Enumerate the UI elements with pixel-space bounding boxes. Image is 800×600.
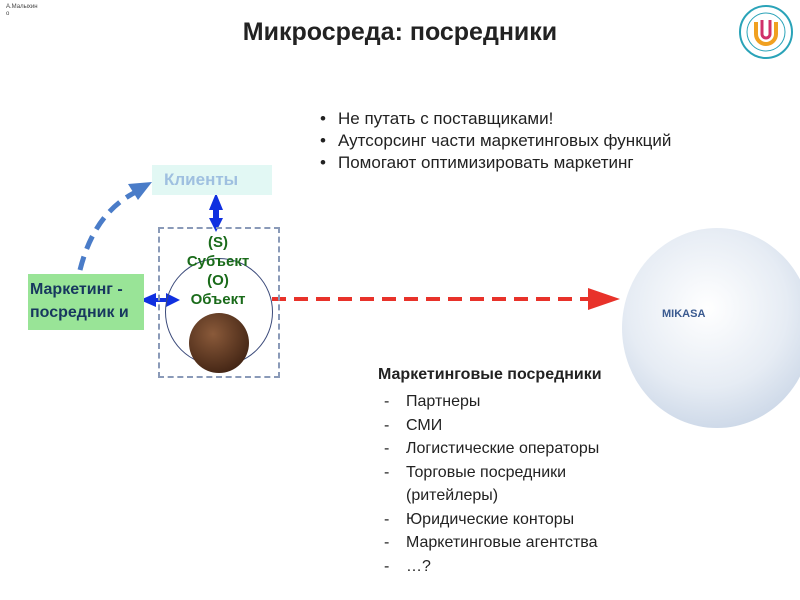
- leather-ball-image: [189, 313, 249, 373]
- clients-box: Клиенты: [152, 165, 272, 195]
- object-label: Объект: [190, 291, 246, 308]
- bullet-list: Не путать с поставщиками! Аутсорсинг час…: [318, 108, 718, 174]
- marketing-label: Маркетинг - посредник и: [30, 281, 129, 321]
- list-item: Логистические операторы: [380, 437, 646, 461]
- volleyball-brand: MIKASA: [662, 308, 706, 320]
- list-item: Партнеры: [380, 390, 646, 414]
- subject-tag: (S): [208, 234, 228, 251]
- list-item: СМИ: [380, 414, 646, 438]
- university-logo-icon: [739, 5, 793, 59]
- bullet-item: Помогают оптимизировать маркетинг: [318, 152, 718, 174]
- slide-title: Микросреда: посредники: [242, 18, 558, 46]
- marketing-box: [28, 274, 144, 330]
- subject-label: Субъект: [186, 253, 250, 270]
- list-item: Торговые посредники (ритейлеры): [380, 461, 646, 508]
- vertical-double-arrow: [209, 193, 223, 232]
- list-item: …?: [380, 555, 646, 579]
- curved-arrow: [77, 187, 142, 271]
- intermediaries-list: Партнеры СМИ Логистические операторы Тор…: [380, 390, 646, 578]
- volleyball-image: [622, 228, 800, 428]
- dashed-frame: [158, 227, 280, 378]
- red-arrow-head: [588, 288, 620, 310]
- bullet-item: Не путать с поставщиками!: [318, 108, 718, 130]
- list-item: Юридические конторы: [380, 508, 646, 532]
- object-tag: (O): [207, 272, 229, 289]
- curved-arrow-head: [128, 182, 152, 200]
- bullet-item: Аутсорсинг части маркетинговых функций: [318, 130, 718, 152]
- author-label: А.Малыхин о: [6, 4, 38, 17]
- list-item: Маркетинговые агентства: [380, 531, 646, 555]
- intermediaries-title: Маркетинговые посредники: [378, 366, 602, 383]
